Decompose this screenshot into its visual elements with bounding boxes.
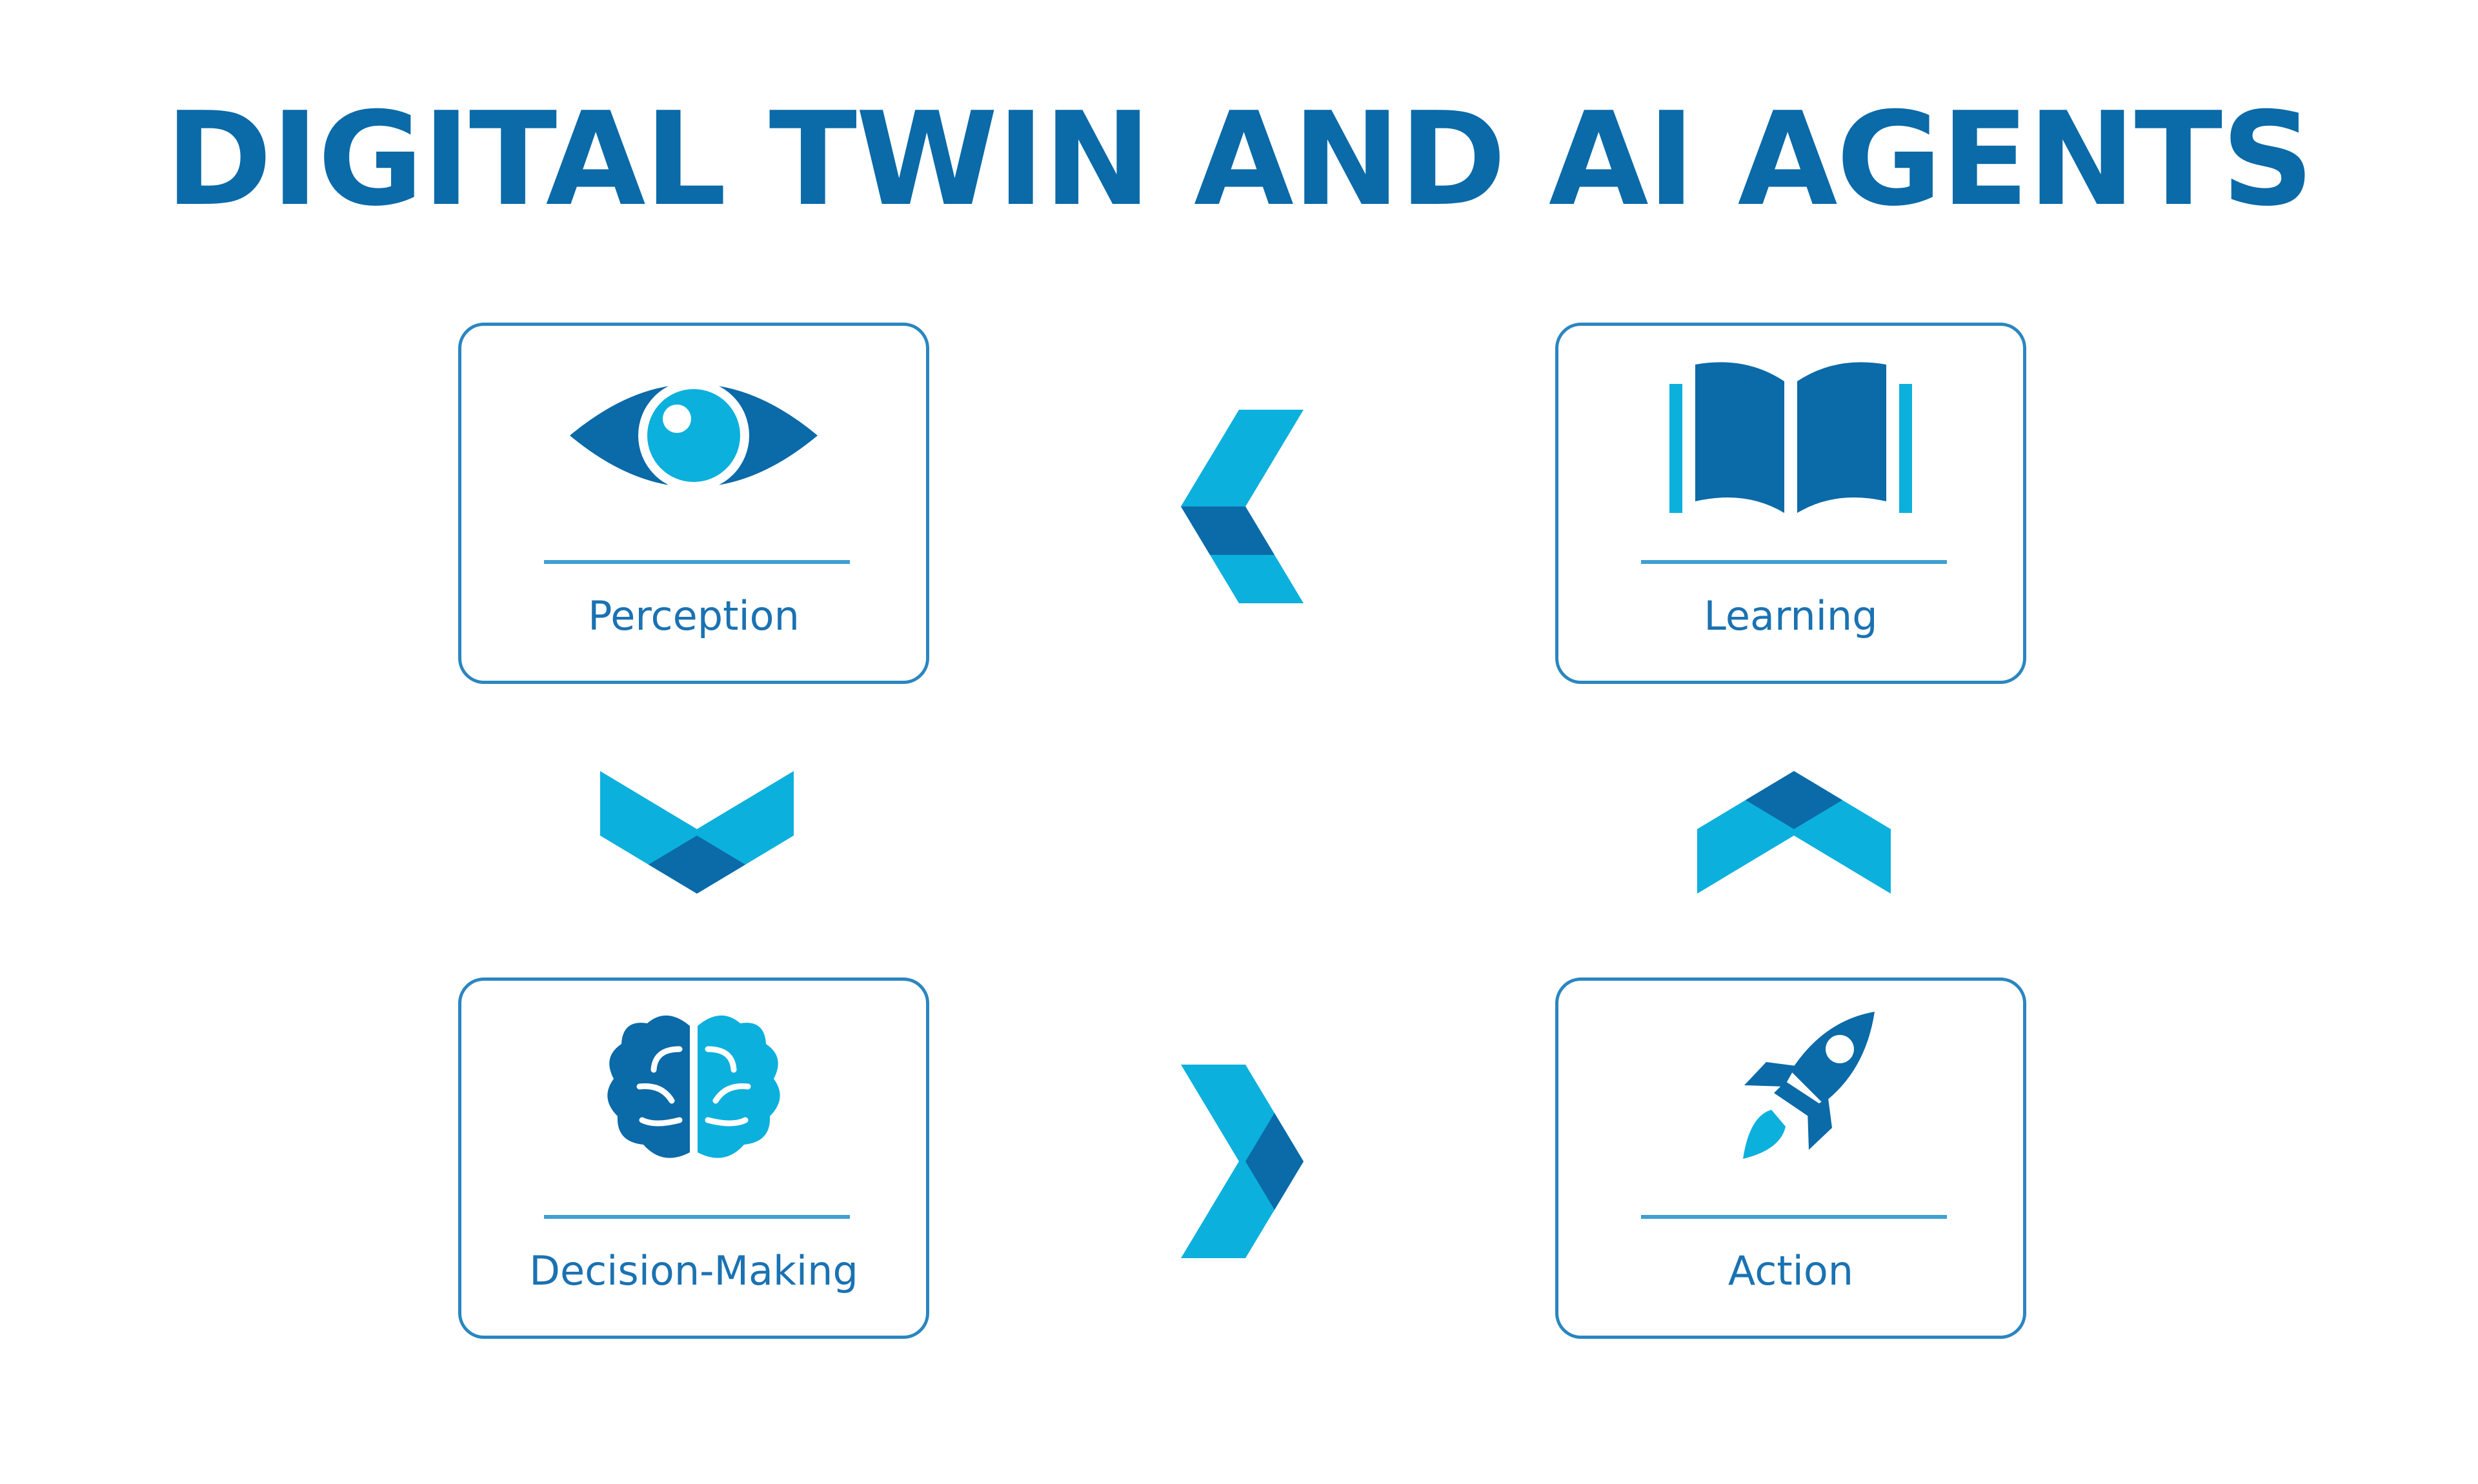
stage-label-decision-making: Decision-Making (529, 1247, 858, 1294)
stage-label-learning: Learning (1704, 592, 1878, 639)
stage-label-perception: Perception (588, 592, 800, 639)
arrow-down-icon (600, 771, 794, 894)
stage-label-action: Action (1728, 1247, 1854, 1294)
card-divider (1641, 1215, 1947, 1219)
arrow-right-icon (1181, 1065, 1304, 1258)
eye-icon (570, 380, 818, 491)
card-divider (544, 560, 850, 564)
stage-card-decision-making: Decision-Making (458, 978, 929, 1339)
arrow-up-icon (1697, 771, 1891, 894)
rocket-icon (1743, 1012, 1875, 1159)
open-book-icon (1669, 362, 1912, 513)
stage-card-action: Action (1555, 978, 2026, 1339)
card-divider (544, 1215, 850, 1219)
arrow-left-icon (1181, 410, 1304, 603)
card-divider (1641, 560, 1947, 564)
diagram-title: DIGITAL TWIN AND AI AGENTS (165, 85, 2314, 235)
stage-card-perception: Perception (458, 323, 929, 684)
brain-icon (607, 1015, 780, 1158)
stage-card-learning: Learning (1555, 323, 2026, 684)
